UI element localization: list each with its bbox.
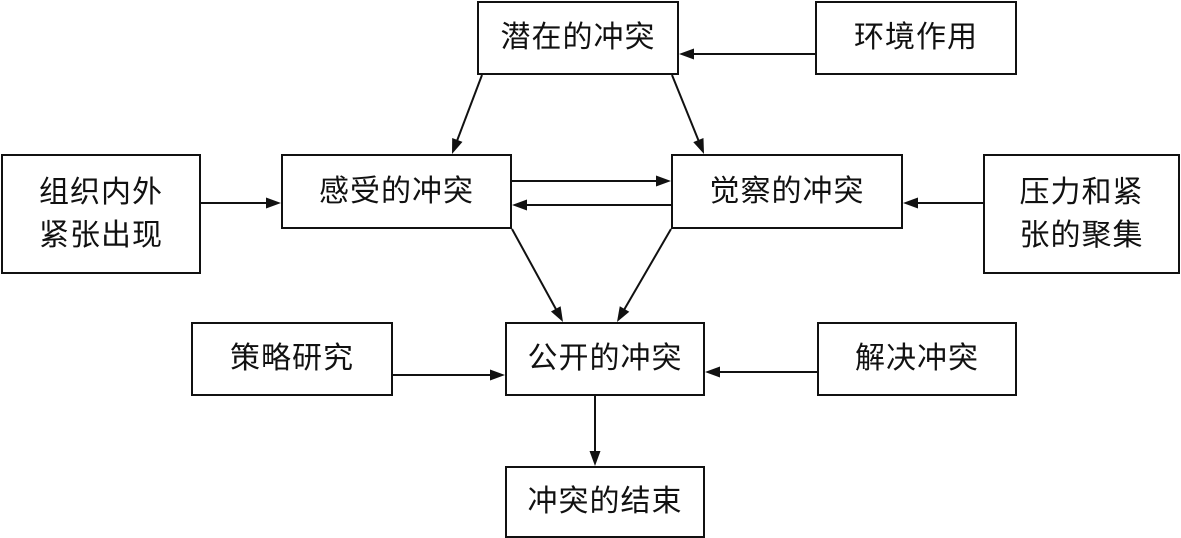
arrowhead-strategy-to-manifest [490, 369, 505, 381]
edge-latent-to-felt [671, 74, 701, 143]
node-label: 策略研究 [230, 341, 354, 377]
arrowhead-manifest-to-aftermath [589, 451, 601, 466]
arrowhead-perceived-to-felt [656, 175, 671, 187]
node-felt-conflict: 觉察的冲突 [671, 154, 903, 229]
arrowhead-felt-to-perceived [512, 199, 527, 211]
arrowhead-latent-to-perceived [452, 138, 463, 154]
arrowhead-latent-to-felt [693, 138, 704, 154]
arrowhead-resolution-to-manifest [705, 366, 720, 378]
edge-latent-to-perceived [455, 74, 483, 143]
node-label: 环境作用 [854, 20, 978, 56]
node-label: 公开的冲突 [527, 341, 683, 377]
node-label-line-2: 紧张出现 [39, 218, 163, 253]
node-organizational-tension: 组织内外 紧张出现 [1, 154, 201, 274]
arrowhead-perceived-to-manifest [550, 306, 563, 322]
edge-felt-to-manifest [622, 228, 672, 312]
node-environment-effect: 环境作用 [815, 1, 1017, 75]
node-strategy-study: 策略研究 [191, 322, 393, 396]
node-conflict-resolution: 解决冲突 [817, 322, 1017, 396]
node-label-line-2: 张的聚集 [1019, 218, 1144, 253]
node-perceived-conflict: 感受的冲突 [281, 154, 512, 229]
node-conflict-aftermath: 冲突的结束 [505, 466, 705, 538]
node-label: 潜在的冲突 [500, 20, 656, 56]
node-label: 冲突的结束 [527, 484, 683, 520]
node-label: 感受的冲突 [319, 173, 474, 209]
node-latent-conflict: 潜在的冲突 [477, 1, 679, 75]
node-stress-accumulation: 压力和紧 张的聚集 [983, 154, 1180, 274]
node-label: 觉察的冲突 [709, 173, 865, 209]
arrowhead-environment-to-latent [679, 48, 694, 60]
edge-perceived-to-manifest [511, 228, 558, 312]
node-label-line-1: 压力和紧 [1019, 174, 1144, 210]
node-label: 解决冲突 [855, 341, 979, 377]
arrowhead-org_tension-to-perceived [266, 197, 281, 209]
arrowhead-felt-to-manifest [617, 306, 630, 322]
node-manifest-conflict: 公开的冲突 [505, 322, 705, 396]
node-label-line-1: 组织内外 [39, 174, 163, 210]
arrowhead-stress-to-felt [903, 197, 918, 209]
